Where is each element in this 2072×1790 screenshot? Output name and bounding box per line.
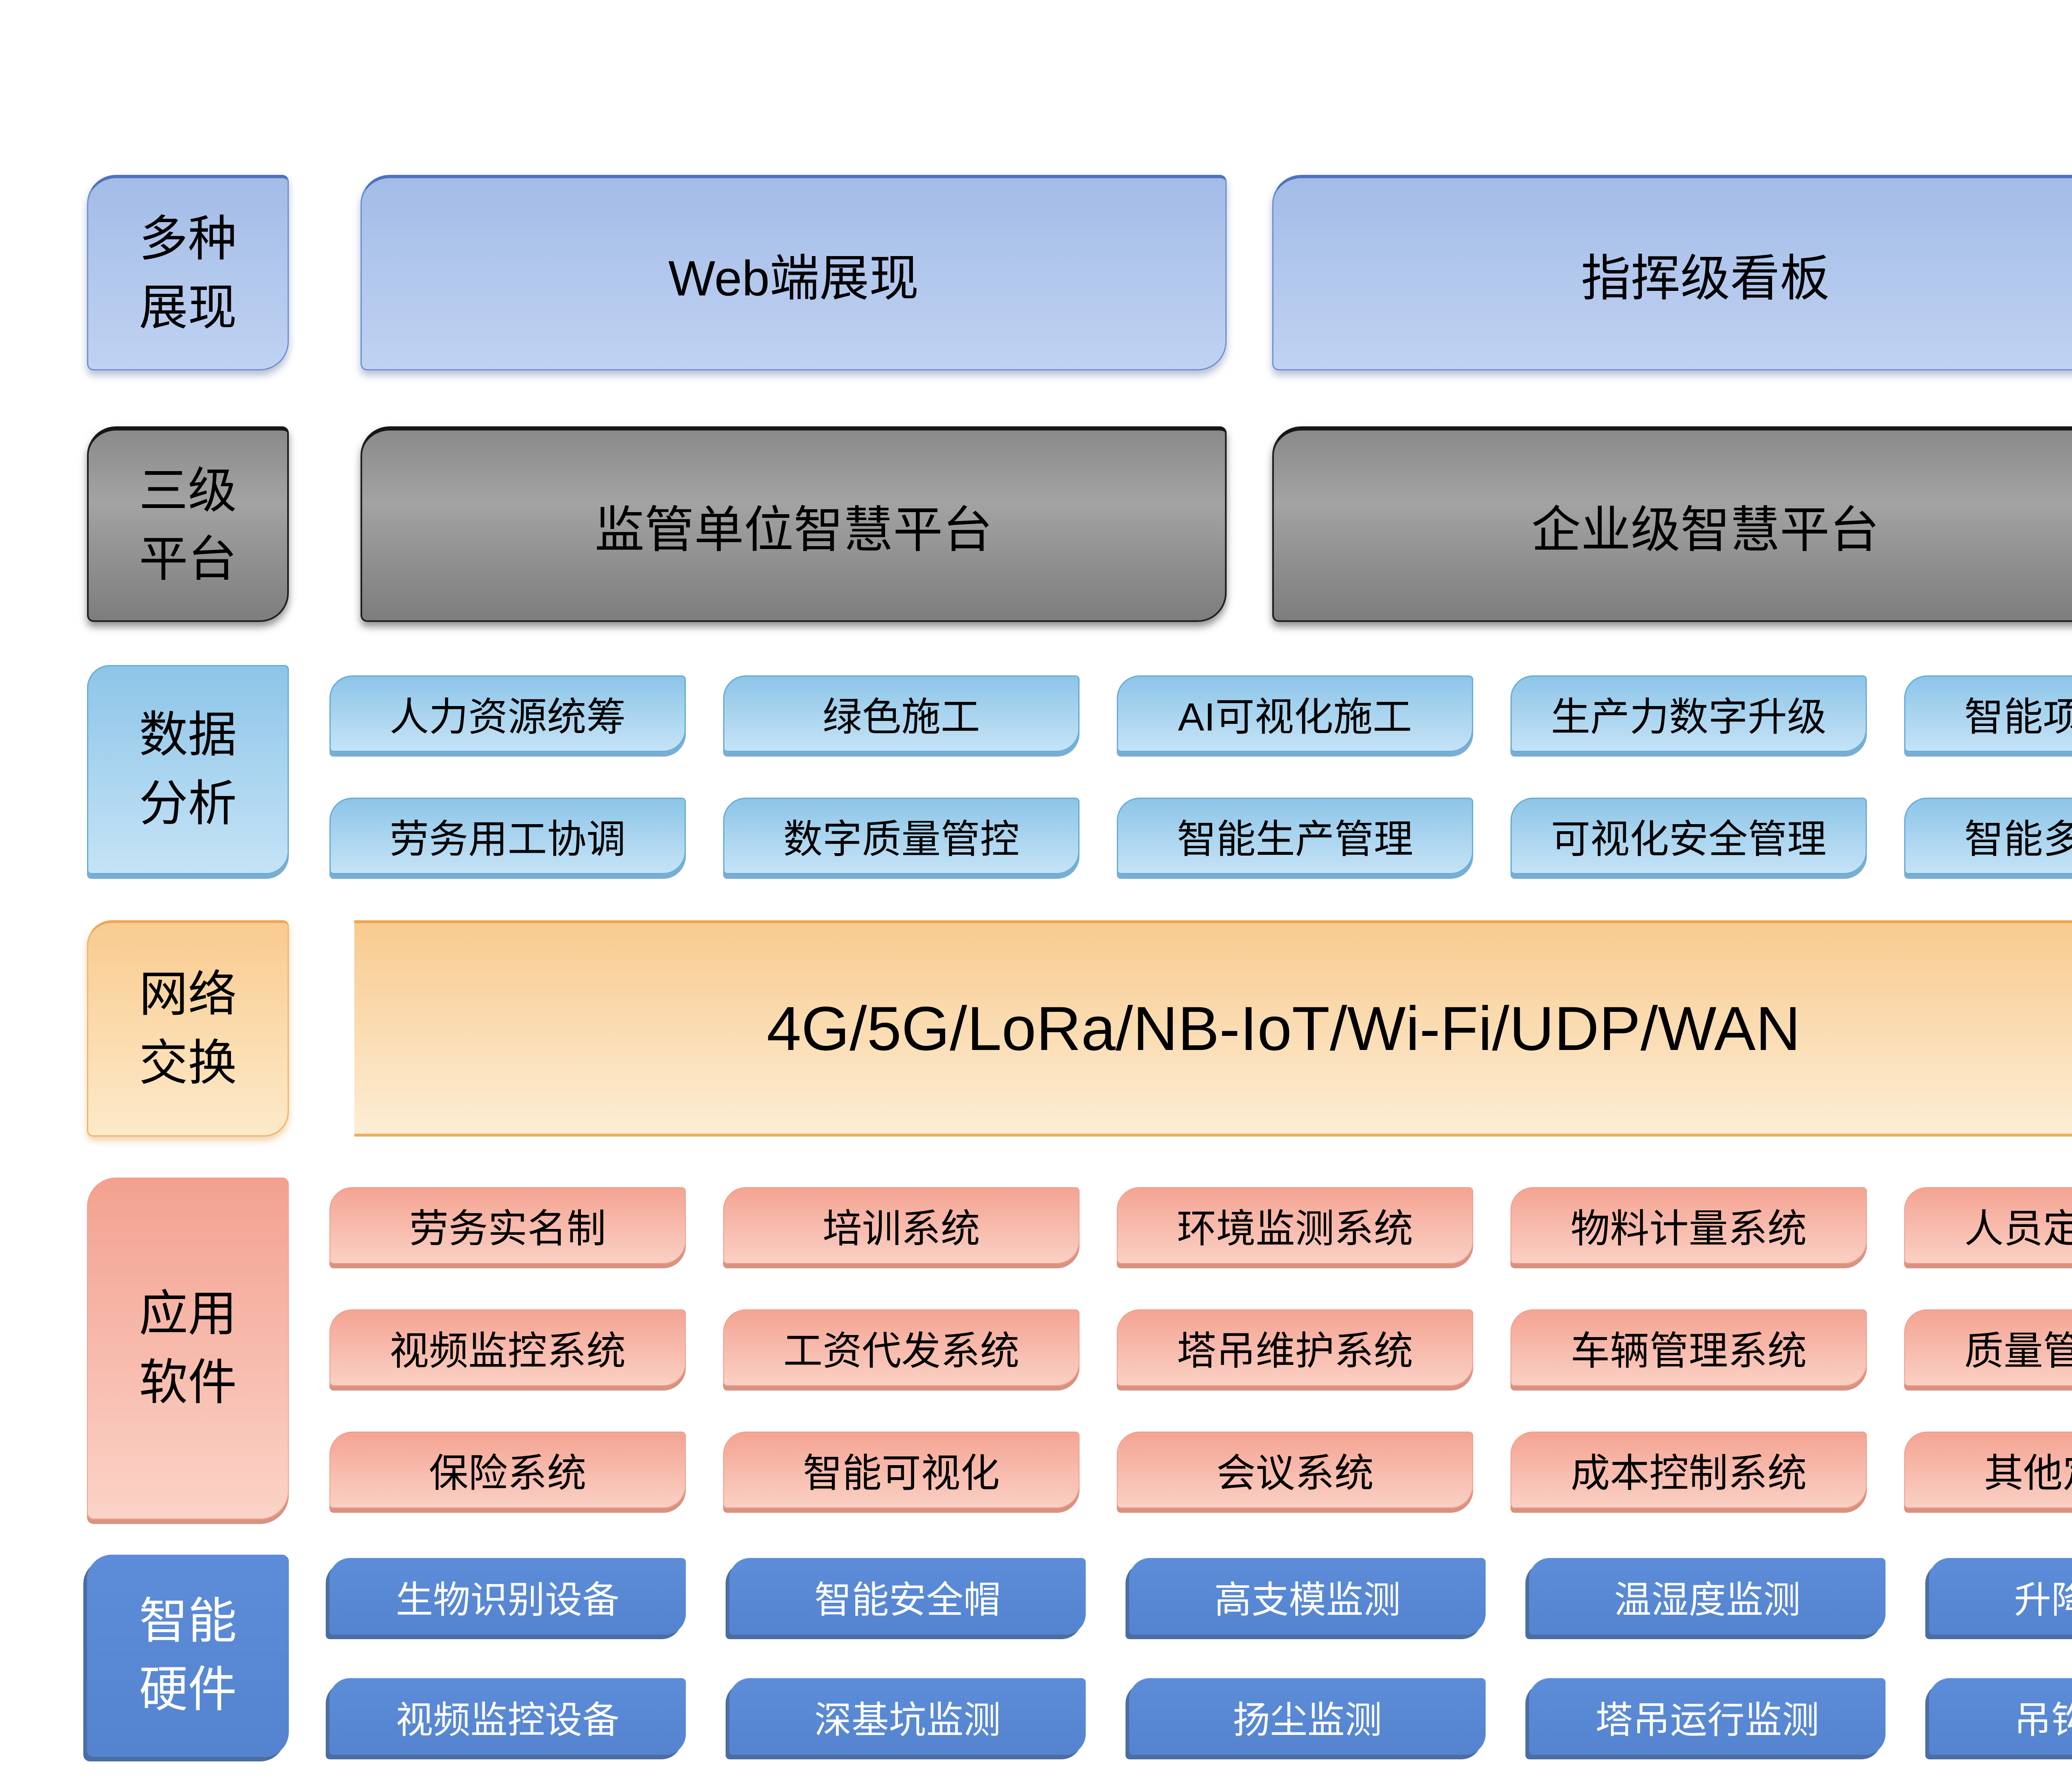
display-box: 指挥级看板 xyxy=(1272,175,2072,370)
row-label-display-text: 多种展现 xyxy=(139,212,237,335)
analysis-row-2: 劳务用工协调 数字质量管控 智能生产管理 可视化安全管理 智能多方协调 xyxy=(329,798,2072,874)
app-box: 车辆管理系统 xyxy=(1510,1309,1867,1386)
display-row: Web端展现 指挥级看板 移动端应用 xyxy=(361,175,2072,370)
analysis-box: 绿色施工 xyxy=(723,675,1080,752)
hardware-box: 扬尘监测 xyxy=(1129,1678,1486,1755)
hardware-box: 温湿度监测 xyxy=(1529,1558,1886,1635)
analysis-box: 智能多方协调 xyxy=(1904,798,2072,874)
analysis-box: 智能生产管理 xyxy=(1117,798,1473,874)
app-box: 保险系统 xyxy=(329,1432,686,1508)
row-label-hardware-text: 智能硬件 xyxy=(139,1594,237,1717)
analysis-row-1: 人力资源统筹 绿色施工 AI可视化施工 生产力数字升级 智能项目管控 xyxy=(329,675,2072,752)
row-label-hardware: 智能硬件 xyxy=(87,1555,289,1757)
app-box: 成本控制系统 xyxy=(1510,1432,1867,1508)
app-box: 会议系统 xyxy=(1117,1432,1473,1508)
app-box: 物料计量系统 xyxy=(1510,1187,1867,1264)
app-box: 工资代发系统 xyxy=(723,1309,1080,1386)
row-label-platform-text: 三级平台 xyxy=(139,463,237,587)
hardware-box: 生物识别设备 xyxy=(329,1558,686,1635)
network-arrow-band: 4G/5G/LoRa/NB-IoT/Wi-Fi/UDP/WAN xyxy=(354,920,2072,1137)
hardware-box: 视频监控设备 xyxy=(329,1678,686,1755)
analysis-box: AI可视化施工 xyxy=(1117,675,1473,752)
row-label-analysis-text: 数据分析 xyxy=(139,708,237,831)
hardware-box: 智能安全帽 xyxy=(729,1558,1086,1635)
apps-row-3: 保险系统 智能可视化 会议系统 成本控制系统 其他定制化 xyxy=(329,1432,2072,1508)
app-box: 视频监控系统 xyxy=(329,1309,686,1386)
app-box: 塔吊维护系统 xyxy=(1117,1309,1473,1386)
display-box: Web端展现 xyxy=(361,175,1227,370)
hardware-box: 吊钩可视化 xyxy=(1929,1678,2072,1755)
app-box: 其他定制化 xyxy=(1904,1432,2072,1508)
app-box: 人员定位系统 xyxy=(1904,1187,2072,1264)
row-label-platform: 三级平台 xyxy=(87,426,289,622)
row-label-network-text: 网络交换 xyxy=(139,967,237,1091)
analysis-box: 人力资源统筹 xyxy=(329,675,686,752)
apps-row-2: 视频监控系统 工资代发系统 塔吊维护系统 车辆管理系统 质量管控系统 xyxy=(329,1309,2072,1386)
hardware-row-2: 视频监控设备 深基坑监测 扬尘监测 塔吊运行监测 吊钩可视化 车辆识别 智能手环 xyxy=(329,1678,2072,1755)
app-box: 培训系统 xyxy=(723,1187,1080,1264)
app-box: 质量管控系统 xyxy=(1904,1309,2072,1386)
row-label-apps: 应用软件 xyxy=(87,1178,289,1519)
network-band-text: 4G/5G/LoRa/NB-IoT/Wi-Fi/UDP/WAN xyxy=(767,993,1801,1063)
hardware-box: 深基坑监测 xyxy=(729,1678,1086,1755)
hardware-box: 升降机监测 xyxy=(1929,1558,2072,1635)
app-box: 劳务实名制 xyxy=(329,1187,686,1264)
row-label-apps-text: 应用软件 xyxy=(139,1287,237,1410)
analysis-box: 数字质量管控 xyxy=(723,798,1080,874)
row-label-display: 多种展现 xyxy=(87,175,289,370)
analysis-box: 生产力数字升级 xyxy=(1510,675,1867,752)
row-label-network: 网络交换 xyxy=(87,920,289,1137)
platform-row: 监管单位智慧平台 企业级智慧平台 项目级智慧平台 xyxy=(361,426,2072,622)
app-box: 智能可视化 xyxy=(723,1432,1080,1508)
app-box: 环境监测系统 xyxy=(1117,1187,1473,1264)
row-label-analysis: 数据分析 xyxy=(87,665,289,874)
hardware-box: 高支模监测 xyxy=(1129,1558,1486,1635)
platform-box: 监管单位智慧平台 xyxy=(361,426,1227,622)
analysis-box: 可视化安全管理 xyxy=(1510,798,1867,874)
analysis-box: 劳务用工协调 xyxy=(329,798,686,874)
analysis-box: 智能项目管控 xyxy=(1904,675,2072,752)
hardware-box: 塔吊运行监测 xyxy=(1529,1678,1886,1755)
platform-box: 企业级智慧平台 xyxy=(1272,426,2072,622)
apps-row-1: 劳务实名制 培训系统 环境监测系统 物料计量系统 人员定位系统 xyxy=(329,1187,2072,1264)
hardware-row-1: 生物识别设备 智能安全帽 高支模监测 温湿度监测 升降机监测 塔机远程操作 智能… xyxy=(329,1558,2072,1635)
